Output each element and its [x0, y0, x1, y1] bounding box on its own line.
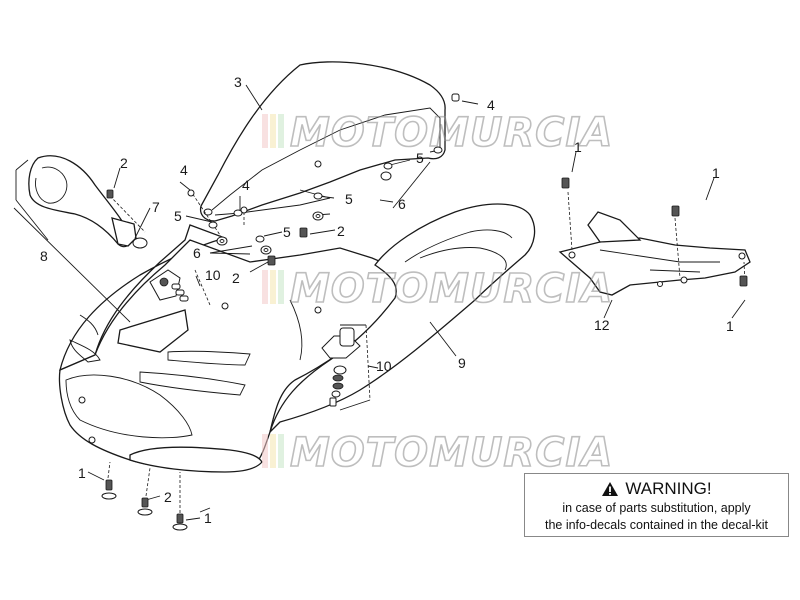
hardware — [101, 93, 748, 531]
watermark-top: MOTOMURCIA — [262, 109, 613, 157]
windscreen — [199, 61, 446, 222]
callout-6: 6 — [193, 245, 201, 261]
callout-5: 5 — [174, 208, 182, 224]
callout-4: 4 — [487, 97, 495, 113]
warning-triangle-icon — [602, 482, 619, 496]
nut-4-upper — [451, 93, 460, 102]
watermark-text-middle: MOTOMURCIA — [290, 266, 613, 312]
washer-5-c — [313, 192, 323, 200]
callout-10: 10 — [376, 358, 392, 374]
grommet-6-d — [380, 171, 392, 181]
callout-9: 9 — [458, 355, 466, 371]
mount-kit-10-center — [321, 327, 361, 407]
nut-4-a — [187, 189, 195, 197]
warning-text-line-1: in case of parts substitution, apply — [562, 501, 751, 515]
screw-2-mirror — [106, 189, 114, 199]
callout-2: 2 — [120, 155, 128, 171]
callout-7: 7 — [152, 199, 160, 215]
nut-4-b — [240, 206, 248, 214]
warning-text-line-2: the info-decals contained in the decal-k… — [544, 518, 769, 532]
washer-5-a — [208, 221, 218, 229]
grommet-6-b — [260, 245, 272, 255]
callout-2: 2 — [232, 270, 240, 286]
warning-box: WARNING! in case of parts substitution, … — [524, 473, 789, 537]
watermark-text-bottom: MOTOMURCIA — [290, 430, 613, 476]
callout-2: 2 — [164, 489, 172, 505]
callout-5: 5 — [416, 150, 424, 166]
watermark-middle: MOTOMURCIA — [262, 265, 613, 313]
leader-lines — [13, 84, 746, 521]
washer-5-d — [255, 235, 265, 243]
washer-5-b — [383, 162, 393, 170]
watermark-bottom: MOTOMURCIA — [262, 429, 613, 477]
callout-3: 3 — [234, 74, 242, 90]
callout-2: 2 — [337, 223, 345, 239]
callout-4: 4 — [180, 162, 188, 178]
side-bracket — [558, 211, 751, 296]
watermark-text-top: MOTOMURCIA — [290, 110, 613, 156]
callout-1: 1 — [712, 165, 720, 181]
screw-2-center — [299, 227, 308, 238]
front-fairing — [58, 224, 447, 473]
callout-1: 1 — [726, 318, 734, 334]
callout-8: 8 — [40, 248, 48, 264]
callout-5: 5 — [283, 224, 291, 240]
grommet-6-a — [312, 211, 324, 221]
callout-labels: 3 4 2 4 4 5 5 5 5 6 6 7 8 2 2 10 10 9 1 … — [40, 74, 734, 526]
watermark: MOTOMURCIA MOTOMURCIA MOTOMURCIA — [262, 109, 613, 477]
callout-6: 6 — [398, 196, 406, 212]
callout-4: 4 — [242, 177, 250, 193]
rear-view-mirror — [28, 155, 148, 249]
bolt-1-c — [739, 275, 748, 287]
screw-2-lower — [267, 255, 276, 266]
screw-1-lower-a — [101, 479, 117, 500]
callout-10: 10 — [205, 267, 221, 283]
bolt-1-a — [561, 177, 570, 189]
callout-12: 12 — [594, 317, 610, 333]
bolt-1-b — [671, 205, 680, 217]
grommet-6-c — [216, 236, 228, 246]
callout-1: 1 — [204, 510, 212, 526]
callout-5: 5 — [345, 191, 353, 207]
callout-1: 1 — [78, 465, 86, 481]
callout-1: 1 — [574, 139, 582, 155]
mount-kit-10-left — [149, 269, 189, 302]
warning-title: WARNING! — [625, 479, 712, 498]
warning-heading: WARNING! — [525, 478, 788, 500]
screw-2-lower-b — [137, 497, 153, 516]
screw-1-lower-c — [172, 513, 188, 531]
